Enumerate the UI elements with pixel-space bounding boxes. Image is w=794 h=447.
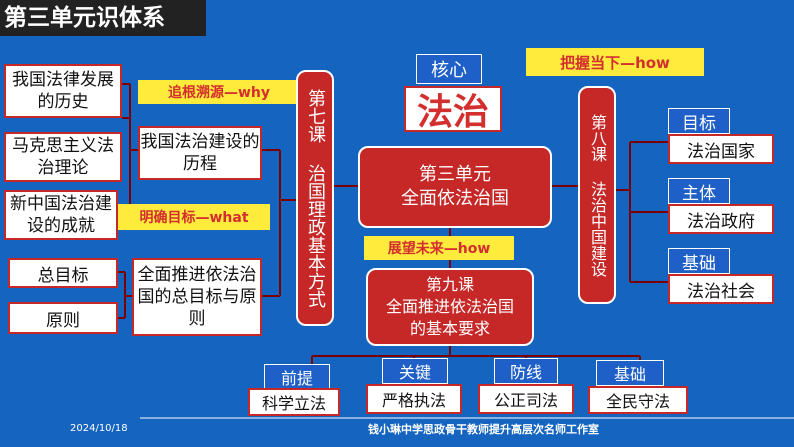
sub-overall-goal: 总目标 bbox=[8, 258, 118, 288]
tag-how-now: 把握当下—how bbox=[526, 48, 704, 76]
lesson8-value-subject: 法治政府 bbox=[668, 204, 774, 234]
sub-principles: 原则 bbox=[8, 302, 118, 334]
tag-how-future: 展望未来—how bbox=[364, 236, 514, 260]
sub-prc-achievements: 新中国法治建设的成就 bbox=[4, 190, 118, 240]
lesson9-value-key: 严格执法 bbox=[366, 384, 462, 414]
unit-line2: 全面依法治国 bbox=[401, 188, 509, 209]
tag-why: 追根溯源—why bbox=[138, 80, 300, 104]
core-title: 法治 bbox=[404, 86, 502, 133]
lesson9-line1: 第九课 bbox=[425, 275, 474, 294]
lesson8-label-subject: 主体 bbox=[668, 178, 730, 204]
lesson8-node: 第八课 法治中国建设 bbox=[578, 86, 616, 304]
lesson9-label-premise: 前提 bbox=[264, 364, 330, 390]
tag-what: 明确目标—what bbox=[118, 204, 270, 230]
lesson9-line3: 的基本要求 bbox=[409, 319, 490, 338]
lesson7-item-goal-principles: 全面推进依法治国的总目标与原则 bbox=[132, 258, 262, 336]
lesson9-value-premise: 科学立法 bbox=[248, 388, 340, 416]
lesson8-value-goal: 法治国家 bbox=[668, 134, 774, 164]
unit-line1: 第三单元 bbox=[419, 164, 491, 185]
lesson9-label-foundation: 基础 bbox=[596, 360, 664, 386]
lesson8-value-foundation: 法治社会 bbox=[668, 274, 774, 304]
footer-date: 2024/10/18 bbox=[70, 423, 128, 434]
lesson7-node: 第七课 治国理政基本方式 bbox=[296, 70, 334, 326]
lesson9-value-defense: 公正司法 bbox=[478, 384, 574, 414]
lesson8-label-goal: 目标 bbox=[668, 108, 730, 134]
lesson9-label-defense: 防线 bbox=[494, 358, 558, 384]
footer-org: 钱小琳中学思政骨干教师提升高层次名师工作室 bbox=[368, 423, 599, 436]
unit-header: 第三单元识体系 bbox=[0, 0, 206, 36]
unit-node: 第三单元 全面依法治国 bbox=[358, 146, 552, 228]
lesson7-item-history: 我国法治建设的历程 bbox=[138, 126, 262, 180]
core-label: 核心 bbox=[416, 54, 482, 84]
lesson9-line2: 全面推进依法治国 bbox=[385, 297, 514, 316]
lesson9-value-foundation: 全民守法 bbox=[588, 386, 688, 414]
lesson9-node: 第九课 全面推进依法治国 的基本要求 bbox=[366, 268, 534, 346]
lesson9-label-key: 关键 bbox=[382, 358, 448, 384]
sub-marxist-theory: 马克思主义法治理论 bbox=[4, 132, 122, 182]
lesson8-label-foundation: 基础 bbox=[668, 248, 730, 274]
sub-law-history: 我国法律发展的历史 bbox=[4, 64, 122, 118]
